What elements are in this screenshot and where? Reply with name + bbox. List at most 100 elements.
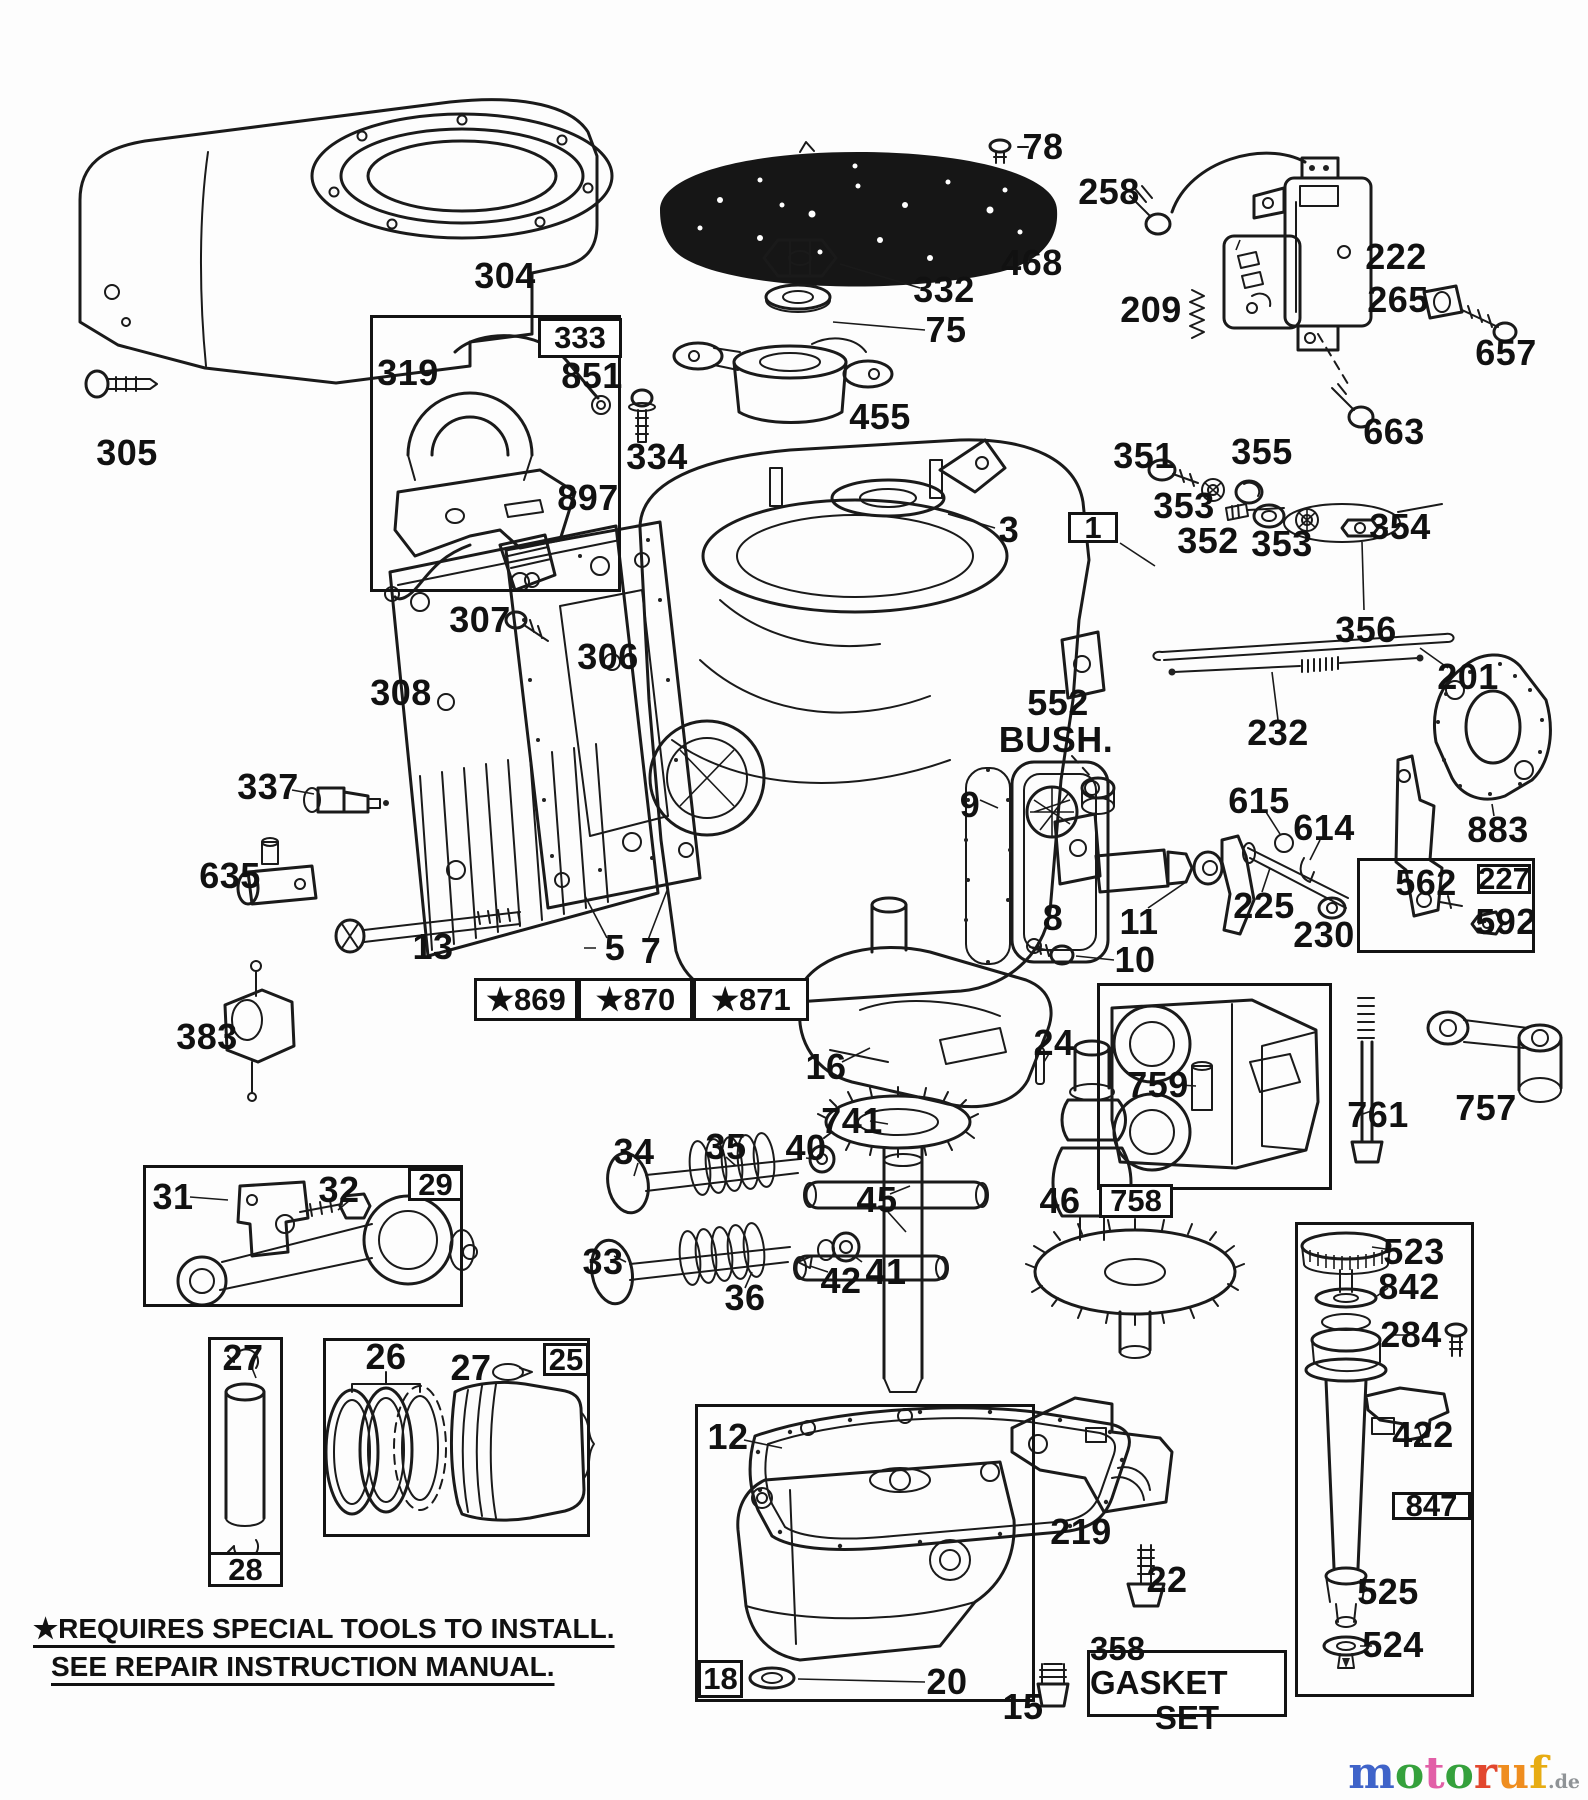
part-number-label: 36 [724, 1277, 766, 1318]
gasket-set-line-2: SET [1154, 1698, 1220, 1736]
piston-art [324, 1363, 595, 1522]
part-number-label: 265 [1367, 279, 1429, 320]
governor-links-art [1152, 632, 1455, 721]
part-number-label: 525 [1357, 1571, 1419, 1612]
part-number-label: 16 [805, 1046, 847, 1087]
gasket-set-box: 358 GASKET SET [1087, 1631, 1287, 1734]
part-number-label: 842 [1378, 1266, 1440, 1307]
part-number-label: 562 [1395, 862, 1457, 903]
part-number-label: 24 [1033, 1022, 1075, 1063]
footnote-line-1: ★REQUIRES SPECIAL TOOLS TO INSTALL. [33, 1613, 615, 1644]
part-number-label: 12 [707, 1416, 749, 1457]
watermark-letter: o [1394, 1748, 1425, 1799]
part-number-label: 230 [1293, 914, 1355, 955]
part-group-label: 1 [1068, 510, 1118, 545]
part-number-label: 9 [959, 784, 981, 825]
part-number-label: 354 [1369, 506, 1431, 547]
part-number-label: 353 [1251, 523, 1313, 564]
part-number-label: 635 [199, 855, 261, 896]
part-number-label: 15 [1002, 1686, 1044, 1727]
crankshaft-art [793, 896, 1053, 1393]
part-number-label: 334 [626, 436, 688, 477]
part-number-label: 27 [450, 1347, 492, 1388]
part-number-label: 26 [365, 1336, 407, 1377]
part-number-label: 41 [865, 1251, 907, 1292]
part-number-label: 78 [1022, 126, 1064, 167]
part-number-label: 663 [1363, 411, 1425, 452]
part-group-label: ★869 [474, 978, 578, 1021]
part-group-label: ★870 [578, 978, 693, 1021]
part-number-label: 757 [1455, 1087, 1517, 1128]
part-number-label: 383 [176, 1016, 238, 1057]
watermark-letter: r [1473, 1748, 1498, 1799]
part-number-label: 225 [1233, 885, 1295, 926]
watermark-letter: u [1497, 1748, 1530, 1799]
flywheel-hardware-art [1147, 458, 1443, 611]
part-number-label: 209 [1120, 289, 1182, 330]
part-number-label: 306 [577, 636, 639, 677]
part-number-label: 11 [1119, 901, 1159, 942]
part-number-label: 883 [1467, 809, 1529, 850]
connecting-rod-box [143, 1165, 463, 1307]
part-number-label: 45 [856, 1179, 898, 1220]
part-number-label: 851 [561, 355, 623, 396]
part-group-label: 18 [698, 1660, 743, 1698]
part-number-label: 468 [1001, 242, 1063, 283]
part-number-label: 75 [925, 309, 967, 350]
watermark-word: motoruf [1348, 1748, 1548, 1799]
part-number-label: 20 [926, 1661, 968, 1702]
part-number-label: 657 [1475, 332, 1537, 373]
part-number-label: 258 [1078, 171, 1140, 212]
part-group-label: 333 [538, 318, 622, 358]
part-number-label: 337 [237, 766, 299, 807]
part-number-label: 3 [998, 509, 1020, 550]
part-number-label: 7 [640, 930, 662, 971]
control-module-art [1129, 151, 1518, 429]
part-number-label: 33 [582, 1241, 624, 1282]
part-number-label: 284 [1380, 1314, 1442, 1355]
muffler-art [964, 760, 1224, 966]
part-number-label: 8 [1042, 897, 1064, 938]
dipstick-art [1300, 1231, 1468, 1669]
cylinder-head-art [236, 520, 702, 958]
watermark-letter: f [1529, 1748, 1548, 1799]
part-number-label: 201 [1437, 656, 1499, 697]
part-number-label: 332 [913, 269, 975, 310]
part-number-label: 31 [152, 1176, 194, 1217]
part-number-label: 897 [557, 477, 619, 518]
part-number-label: 353 [1153, 485, 1215, 526]
part-number-label: 319 [377, 352, 439, 393]
part-number-label: 307 [449, 599, 511, 640]
part-number-label: 741 [821, 1100, 883, 1141]
part-number-label: 355 [1231, 431, 1293, 472]
oil-slinger-box [1097, 983, 1332, 1190]
footnote-line-2: SEE REPAIR INSTRUCTION MANUAL. [51, 1651, 555, 1682]
part-number-label: 219 [1050, 1511, 1112, 1552]
governor-control-box [1357, 858, 1535, 953]
part-group-label: ★871 [693, 978, 809, 1021]
dipstick-box [1295, 1222, 1474, 1697]
oil-sump-art [736, 1406, 1166, 1708]
watermark-letter: o [1444, 1748, 1474, 1799]
part-number-label: 305 [96, 432, 158, 473]
part-number-label: 232 [1247, 712, 1309, 753]
bushing-383-art [223, 960, 296, 1102]
part-number-label: 761 [1347, 1094, 1409, 1135]
part-number-label: 34 [613, 1131, 655, 1172]
part-number-label: 35 [705, 1126, 747, 1167]
blower-housing-art [78, 98, 614, 385]
part-number-label: BUSH. [998, 719, 1114, 760]
screw-305-art [84, 369, 158, 399]
part-group-label: 28 [208, 1552, 283, 1587]
ignition-module-box [370, 315, 621, 592]
oil-sump-box [695, 1404, 1035, 1702]
footnote: ★REQUIRES SPECIAL TOOLS TO INSTALL. SEE … [33, 1612, 615, 1689]
governor-lever-art [1220, 754, 1504, 936]
part-number-label: 46 [1039, 1180, 1081, 1221]
part-number-label: 22 [1146, 1559, 1188, 1600]
part-number-label: 222 [1365, 236, 1427, 277]
part-number-label: 32 [318, 1169, 360, 1210]
